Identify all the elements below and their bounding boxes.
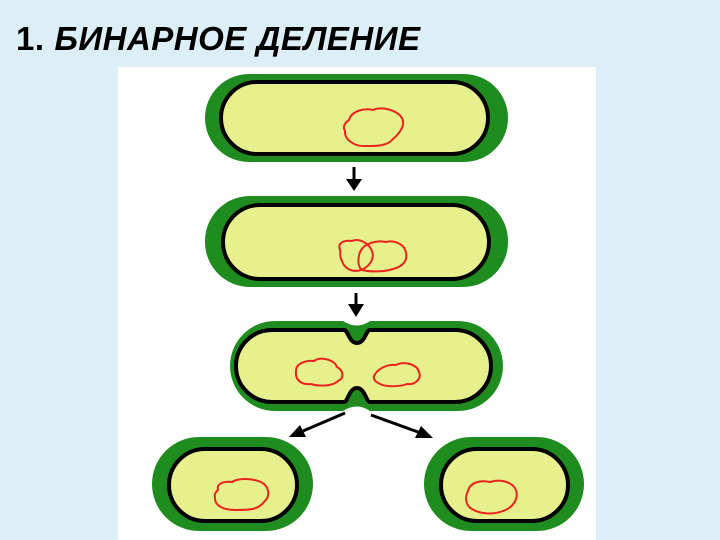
title-text: БИНАРНОЕ ДЕЛЕНИЕ: [54, 20, 421, 57]
dna-loop: [342, 107, 405, 148]
arrow-down-1: [346, 167, 362, 191]
title-number: 1.: [16, 20, 45, 57]
arrow-right-daughter: [370, 413, 433, 438]
cell-membrane: [167, 447, 299, 523]
stage-3-cell: [230, 321, 503, 411]
arrow-down-2: [348, 293, 364, 317]
daughter-cell-right: [424, 437, 584, 531]
diagram-canvas: [118, 67, 596, 540]
slide-title: 1.БИНАРНОЕ ДЕЛЕНИЕ: [16, 20, 421, 58]
stage-2-cell: [205, 196, 508, 287]
cell-membrane-constricting: [234, 328, 493, 404]
arrow-left-daughter: [289, 411, 346, 437]
dna-loop-copy: [357, 240, 408, 273]
dna-loop: [213, 478, 270, 511]
dna-loop-left: [294, 357, 344, 387]
stage-1-cell: [205, 74, 508, 162]
daughter-cell-left: [152, 437, 313, 531]
cell-membrane: [221, 203, 491, 281]
cell-membrane: [439, 447, 570, 523]
cell-membrane: [219, 80, 490, 156]
binary-fission-diagram: [118, 67, 596, 540]
dna-loop-right: [372, 362, 421, 388]
dna-loop-original: [338, 239, 374, 272]
dna-loop: [465, 479, 518, 515]
